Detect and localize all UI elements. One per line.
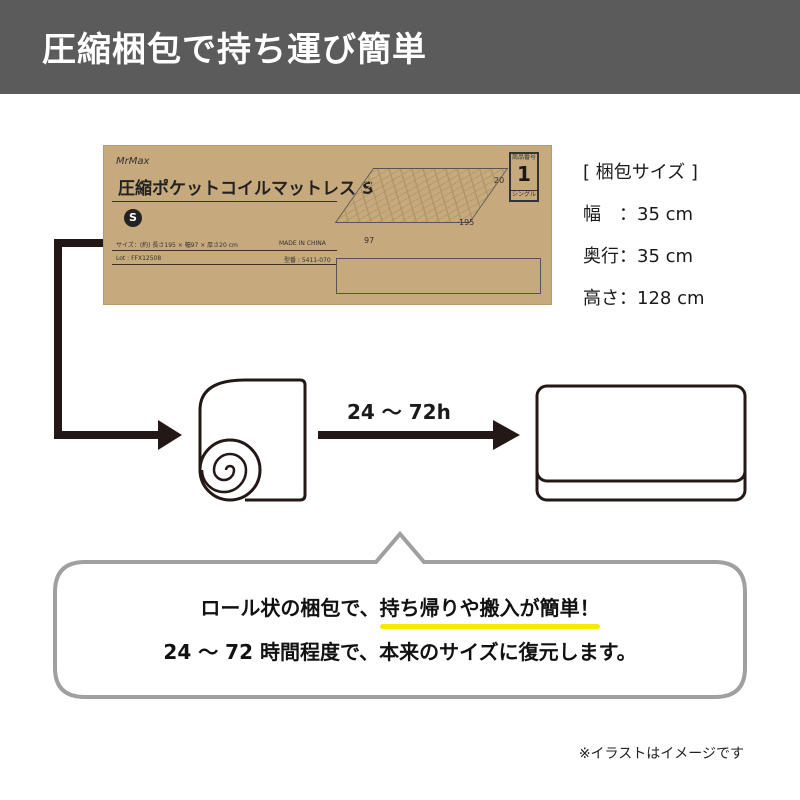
product-number-value: 1 <box>517 162 531 186</box>
divider <box>112 201 337 202</box>
right-arrow <box>318 420 520 450</box>
package-size-info: [ 梱包サイズ ] 幅 ：35 cm 奥行：35 cm 高さ：128 cm <box>583 152 705 320</box>
expansion-time-label: 24 ～ 72h <box>347 400 451 424</box>
product-number-sub: シングル <box>511 190 537 198</box>
roll-instruction-panel <box>336 258 541 294</box>
bubble-line-1: ロール状の梱包で、持ち帰りや搬入が簡単！ <box>0 592 800 629</box>
dim-height: 20 <box>494 176 505 185</box>
size-badge: S <box>124 209 142 227</box>
illustration-note: ※イラストはイメージです <box>578 746 744 762</box>
size-row-height: 高さ：128 cm <box>583 288 705 309</box>
brand-logo: MrMax <box>116 156 150 167</box>
product-number: 商品番号 1 シングル <box>509 152 539 202</box>
product-number-label: 商品番号 <box>511 154 536 161</box>
divider <box>112 250 337 251</box>
box-size-text: サイズ：(約) 長さ195 × 幅97 × 厚さ20 cm <box>116 242 238 249</box>
speech-bubble <box>53 530 747 699</box>
dim-width: 97 <box>364 236 375 245</box>
elbow-arrow <box>54 239 182 450</box>
package-box-photo: MrMax 圧縮ポケットコイルマットレス S S サイズ：(約) 長さ195 ×… <box>103 145 552 305</box>
divider <box>112 264 337 265</box>
size-row-width: 幅 ：35 cm <box>583 204 694 225</box>
expanded-mattress-icon <box>535 384 747 502</box>
box-product-name: 圧縮ポケットコイルマットレス S <box>118 179 375 199</box>
dim-length: 195 <box>459 218 475 227</box>
bubble-line-2: 24 ～ 72 時間程度で、本来のサイズに復元します。 <box>163 640 637 664</box>
box-model: 型番 : 5411-070 <box>284 257 331 264</box>
package-size-heading: [ 梱包サイズ ] <box>583 162 698 183</box>
highlighted-text: 持ち帰りや搬入が簡単！ <box>379 592 600 629</box>
box-lot: Lot : FFX12508 <box>116 255 162 262</box>
box-made-in: MADE IN CHINA <box>279 240 326 247</box>
header-bar: 圧縮梱包で持ち運び簡単 <box>0 0 800 94</box>
page-title: 圧縮梱包で持ち運び簡単 <box>42 30 427 70</box>
rolled-mattress-icon <box>198 378 307 502</box>
size-row-depth: 奥行：35 cm <box>583 246 694 267</box>
